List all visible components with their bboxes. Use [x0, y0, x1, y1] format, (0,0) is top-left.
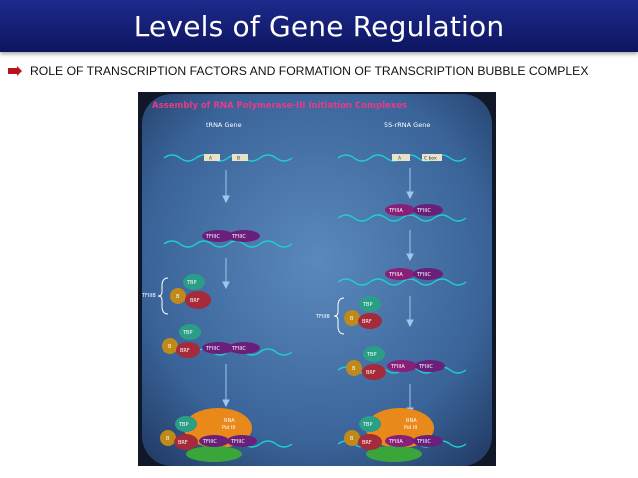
5s-pol-iii-step: RNA Pol III TBP B BRF TFIIIA TFIIIC — [344, 408, 443, 462]
tfiiib-label: TFIIIB — [141, 293, 156, 299]
brf-label: BRF — [362, 440, 372, 446]
dna-right-2 — [337, 214, 467, 222]
tfiiic-label: TFIIIC — [416, 439, 431, 445]
bullet-text: ROLE OF TRANSCRIPTION FACTORS AND FORMAT… — [30, 64, 589, 78]
brf-label: BRF — [366, 370, 376, 376]
column-label-trna: tRNA Gene — [206, 121, 242, 129]
rna-pol-label: RNA — [406, 418, 417, 424]
brf-label: BRF — [178, 440, 188, 446]
title-bar: Levels of Gene Regulation — [0, 0, 638, 52]
dna-right-3 — [337, 278, 467, 286]
tfiiic-label: TFIIIC — [205, 234, 220, 240]
tfiiia-label: TFIIIA — [388, 208, 403, 214]
tfiiia-label: TFIIIA — [388, 439, 403, 445]
tfiiib-label: TFIIIB — [315, 314, 330, 320]
5s-tfiiia-step: TFIIIA TFIIIC — [385, 204, 443, 216]
tfiiib-free-complex: TFIIIB TBP B BRF — [141, 274, 211, 315]
b-label: B — [350, 316, 354, 322]
tfiiia-label: TFIIIA — [388, 272, 403, 278]
pol-iii-label: Pol III — [222, 425, 235, 431]
b-label: B — [176, 294, 180, 300]
5s-tfiiib-bound-step: TBP B BRF TFIIIA TFIIIC — [346, 346, 445, 380]
tfiiic-label: TFIIIC — [231, 346, 246, 352]
tbp-label: TBP — [182, 330, 193, 336]
dna-left-1 — [163, 154, 293, 162]
tfiiic-label: TFIIIC — [205, 346, 220, 352]
pol-iii-label: Pol III — [404, 425, 417, 431]
trna-tfiiib-bound-step: TBP B BRF TFIIIC TFIIIC — [162, 324, 260, 358]
tfiiic-label: TFIIIC — [230, 439, 245, 445]
flow-arrows — [222, 168, 414, 416]
tbp-label: TBP — [362, 302, 373, 308]
tbp-label: TBP — [366, 352, 377, 358]
5s-tfiiia-tfiiic-step: TFIIIA TFIIIC — [385, 268, 443, 280]
trna-tfiiic-step: TFIIIC TFIIIC — [202, 230, 260, 242]
tbp-label: TBP — [186, 280, 197, 286]
slide-title: Levels of Gene Regulation — [133, 9, 505, 43]
brf-label: BRF — [190, 298, 200, 304]
tbp-label: TBP — [362, 422, 373, 428]
tfiiic-label: TFIIIC — [231, 234, 246, 240]
b-label: B — [352, 366, 356, 372]
dna-left-2 — [163, 240, 293, 248]
trna-pol-iii-step: RNA Pol III TBP B BRF TFIIIC TFIIIC — [160, 408, 257, 462]
promoter-boxes: A B A C box — [204, 154, 442, 162]
b-label: B — [166, 436, 170, 442]
bullet-row: ROLE OF TRANSCRIPTION FACTORS AND FORMAT… — [8, 62, 588, 80]
box-a-right-1: A — [398, 156, 402, 162]
b-label: B — [168, 344, 172, 350]
tfiiic-label: TFIIIC — [418, 364, 433, 370]
tfiiic-label: TFIIIC — [202, 439, 217, 445]
b-label: B — [350, 436, 354, 442]
box-b-left-1: B — [237, 156, 240, 162]
box-a-left-1: A — [209, 156, 213, 162]
column-label-5s-rrna: 5S-rRNA Gene — [384, 121, 430, 129]
figure-title: Assembly of RNA Polymerase-III Initiatio… — [152, 101, 407, 111]
brf-label: BRF — [180, 348, 190, 354]
5s-tfiiib-free-complex: TFIIIB TBP B BRF — [315, 296, 382, 335]
pol-iii-assembly-figure: Assembly of RNA Polymerase-III Initiatio… — [138, 92, 496, 466]
brf-label: BRF — [362, 319, 372, 325]
tfiiia-label: TFIIIA — [390, 364, 405, 370]
tbp-label: TBP — [178, 422, 189, 428]
arrow-bullet-icon — [8, 66, 22, 76]
tfiiic-label: TFIIIC — [416, 208, 431, 214]
rna-pol-label: RNA — [224, 418, 235, 424]
cbox-right-1: C box — [424, 156, 437, 162]
tfiiic-label: TFIIIC — [416, 272, 431, 278]
